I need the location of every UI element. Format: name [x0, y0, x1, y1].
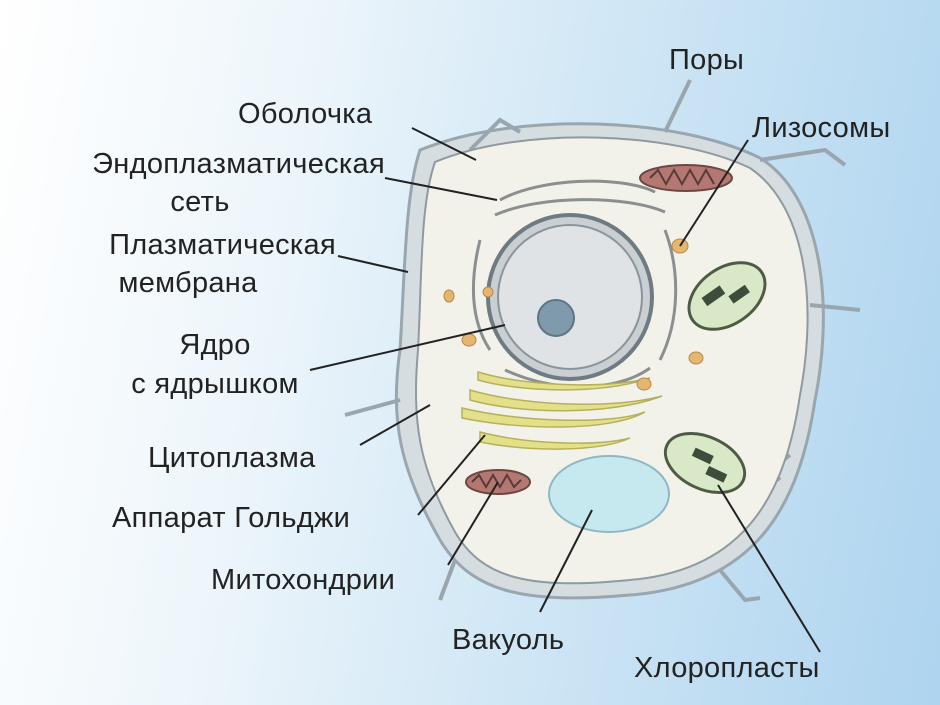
endoplasmic-reticulum [472, 179, 678, 389]
chloroplasts [663, 261, 767, 495]
label-vacuole: Вакуоль [452, 624, 565, 656]
label-pores: Поры [669, 44, 745, 76]
label-cytoplasm: Цитоплазма [148, 442, 316, 474]
label-chloroplasts: Хлоропласты [634, 652, 820, 684]
label-nucleus-line1: Ядро [179, 329, 251, 361]
label-membrane-line2: мембрана [118, 267, 258, 299]
label-er-line2: сеть [170, 186, 230, 218]
nucleolus [537, 299, 575, 337]
golgi-apparatus [461, 370, 663, 450]
label-cell-wall: Оболочка [238, 98, 373, 130]
label-nucleus-line2: с ядрышком [131, 368, 299, 400]
label-mitochondria: Митохондрии [211, 564, 396, 596]
label-golgi: Аппарат Гольджи [112, 502, 351, 534]
vacuole [548, 455, 670, 533]
label-membrane-line1: Плазматическая [109, 229, 336, 261]
label-lysosomes: Лизосомы [752, 112, 891, 144]
label-er-line1: Эндоплазматическая [92, 148, 385, 180]
leader-lines [309, 127, 821, 653]
